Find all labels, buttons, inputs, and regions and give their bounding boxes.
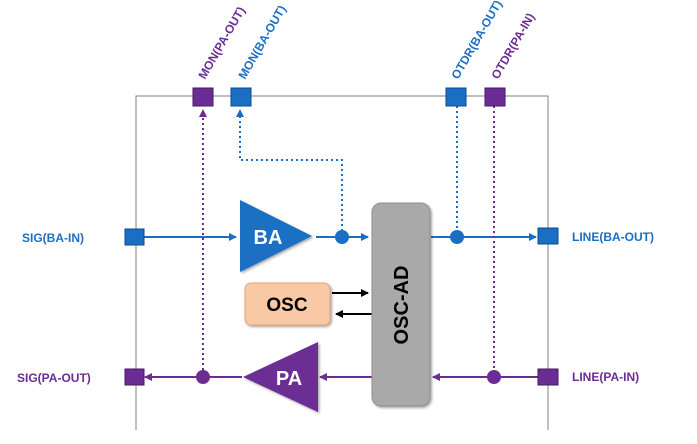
osc-label: OSC (266, 295, 307, 316)
osc-block: OSC (244, 282, 331, 326)
otdr-ba-tap-point (450, 230, 464, 244)
line-pa-in-port (537, 368, 559, 386)
osc-ad-block: OSC-AD (371, 202, 431, 407)
sig-ba-in-label: SIG(BA-IN) (22, 231, 84, 245)
osc-ad-label: OSC-AD (391, 266, 413, 345)
mon-pa-out-port (192, 87, 214, 107)
sig-ba-in-port (124, 228, 145, 246)
pa-tap-point (196, 370, 210, 384)
sig-pa-out-label: SIG(PA-OUT) (17, 371, 91, 385)
ba-tap-point (335, 230, 349, 244)
mon-ba-out-port (230, 87, 252, 107)
otdr-pa-in-label: OTDR(PA-IN) (488, 11, 537, 82)
sig-pa-out-port (124, 368, 145, 386)
mon-ba-out-tap (236, 109, 343, 231)
module-boundary (135, 95, 549, 430)
otdr-ba-out-port (445, 87, 467, 107)
line-ba-out-label: LINE(BA-OUT) (572, 230, 654, 244)
line-ba-out-port (537, 227, 559, 245)
line-pa-in-label: LINE(PA-IN) (572, 370, 639, 384)
otdr-pa-tap-point (487, 370, 501, 384)
pa-amplifier: PA (243, 342, 318, 412)
otdr-pa-in-port (484, 87, 506, 107)
pa-label: PA (276, 368, 302, 390)
ba-amplifier: BA (240, 200, 312, 272)
ba-label: BA (254, 227, 283, 249)
